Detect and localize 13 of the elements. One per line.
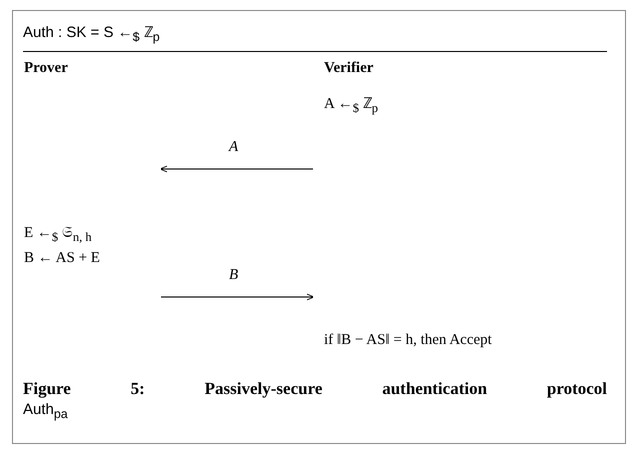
verification-step: if ‖B − AS‖ = h, then Accept xyxy=(324,332,492,349)
protocol-title: Auth : SK = S ←$_{$}$ ℤ$_{p}$ xyxy=(23,23,160,44)
party-heading: Verifier xyxy=(324,60,374,77)
message-arrow xyxy=(160,294,314,300)
message-label: B xyxy=(229,267,238,284)
verifier-step: A ←$_{$}$ ℤ$_{p}$ xyxy=(324,92,378,116)
figure-caption: Auth$_{pa}$ xyxy=(23,401,68,421)
prover-step: E ←$_{$}$ 𝔖$_{n, h}$ xyxy=(24,224,92,245)
message-label: A xyxy=(229,139,238,156)
prover-step: B ← AS + E xyxy=(24,250,100,267)
message-arrow xyxy=(160,166,314,172)
figure-caption: Figure 5: Passively-secure authentication protocol xyxy=(23,378,607,400)
party-heading: Prover xyxy=(24,60,68,77)
